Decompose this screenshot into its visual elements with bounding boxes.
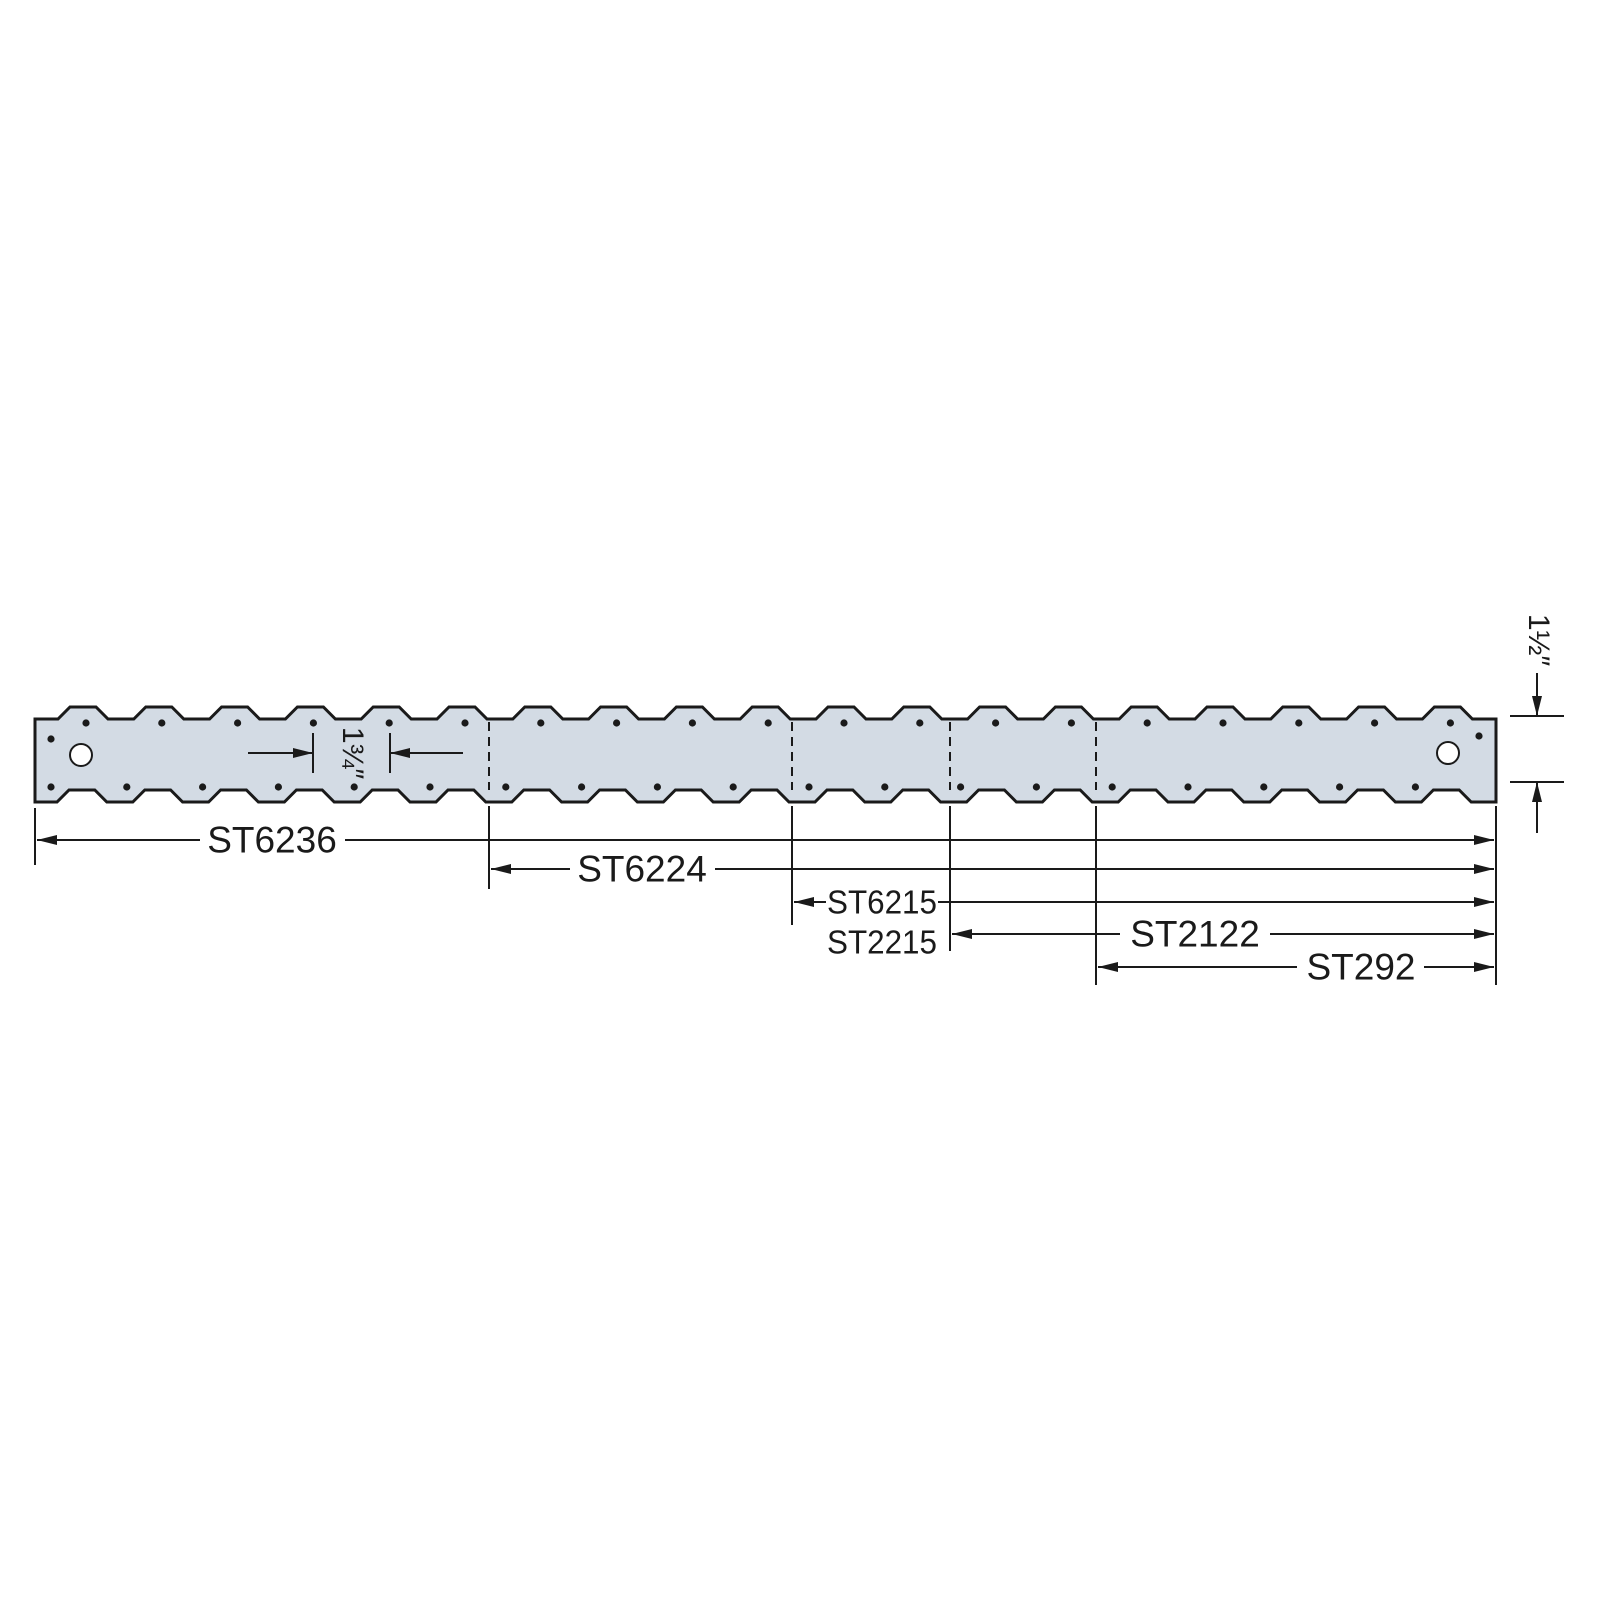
model-label-st6236: ST6236 — [207, 820, 337, 861]
model-label-st2122: ST2122 — [1130, 914, 1260, 955]
nail-hole — [1219, 719, 1227, 727]
model-label-st2215: ST2215 — [827, 924, 937, 961]
nail-hole — [309, 719, 317, 727]
extension-lines — [34, 806, 1497, 985]
model-label-st6215: ST6215 — [827, 884, 937, 921]
nail-hole — [1446, 719, 1454, 727]
nail-hole — [1108, 783, 1116, 791]
nail-hole — [613, 719, 621, 727]
nail-hole — [47, 783, 55, 791]
nail-hole — [385, 719, 393, 727]
nail-hole — [1184, 783, 1192, 791]
nail-holes — [47, 719, 1483, 791]
nail-hole — [1336, 783, 1344, 791]
nail-hole — [426, 783, 434, 791]
nail-hole — [957, 783, 965, 791]
nail-hole — [578, 783, 586, 791]
nail-hole — [1032, 783, 1040, 791]
nail-hole — [1143, 719, 1151, 727]
nail-hole — [916, 719, 924, 727]
nail-hole — [1411, 783, 1419, 791]
nail-hole — [274, 783, 282, 791]
nail-hole — [729, 783, 737, 791]
length-dimensions — [37, 835, 1494, 972]
nail-hole — [82, 719, 90, 727]
nail-hole — [461, 719, 469, 727]
nail-hole — [653, 783, 662, 791]
nail-hole — [47, 735, 55, 743]
height-dimension-label: 1½″ — [1522, 614, 1555, 667]
nail-hole — [688, 719, 697, 727]
nail-hole — [199, 783, 207, 791]
nail-hole — [537, 719, 545, 727]
nail-hole — [502, 783, 510, 791]
cut-lines — [488, 722, 1097, 790]
nail-hole — [123, 783, 131, 791]
nail-hole — [805, 783, 813, 791]
nail-hole — [992, 719, 1000, 727]
nail-hole — [1371, 719, 1379, 727]
width-dimension-label: 1¾″ — [336, 727, 369, 780]
height-dimension — [1510, 673, 1564, 833]
nail-hole — [234, 719, 242, 727]
nail-hole — [158, 719, 166, 727]
width-dimension — [248, 733, 463, 773]
bolt-hole-left — [69, 743, 93, 767]
nail-hole — [1475, 732, 1483, 740]
nail-hole — [350, 783, 358, 791]
model-label-st292: ST292 — [1306, 947, 1415, 988]
nail-hole — [764, 719, 772, 727]
nail-hole — [1067, 719, 1075, 727]
nail-hole — [1260, 783, 1268, 791]
nail-hole — [1295, 719, 1303, 727]
model-label-st6224: ST6224 — [577, 849, 707, 890]
strap-outline — [33, 705, 1498, 804]
nail-hole — [840, 719, 848, 727]
nail-hole — [881, 783, 889, 791]
bolt-hole-right — [1436, 741, 1460, 765]
